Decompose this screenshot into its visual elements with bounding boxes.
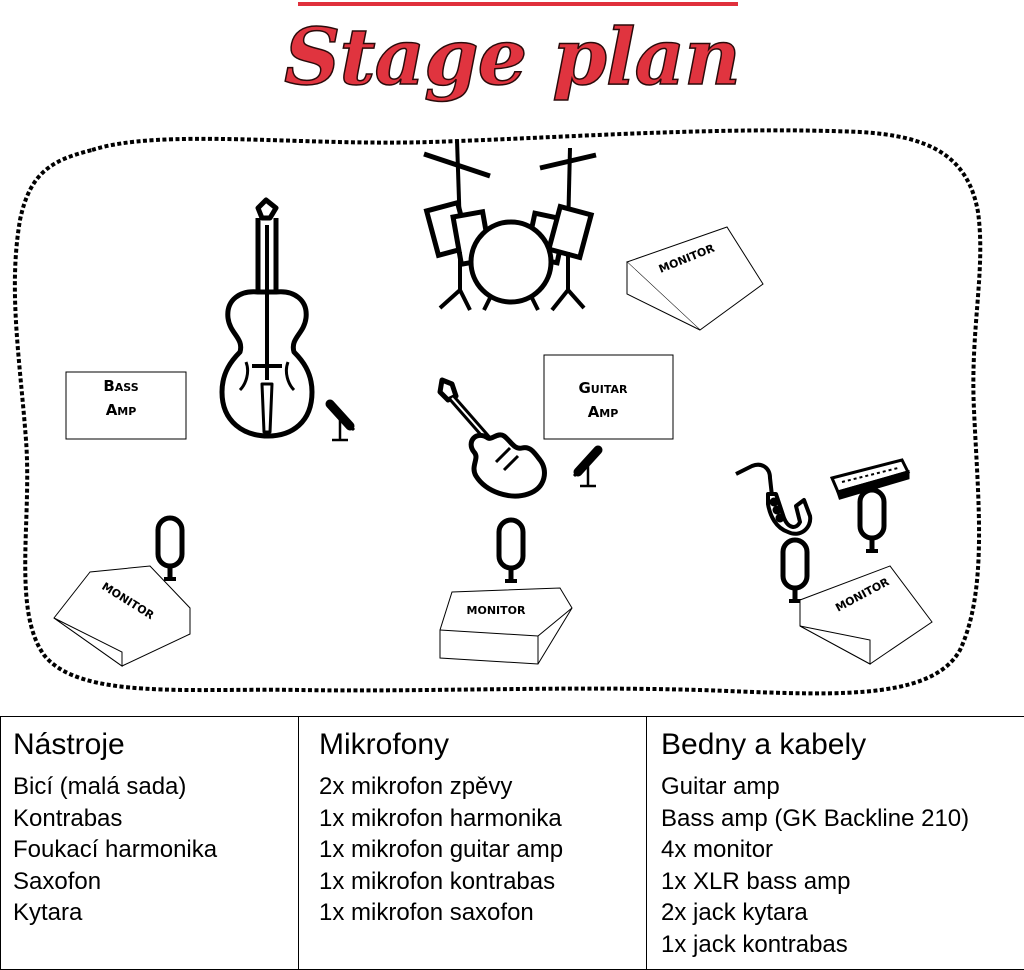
svg-text:MONITOR: MONITOR (467, 604, 526, 617)
list-item: Kontrabas (13, 804, 123, 832)
vocal-mic-left-icon (158, 518, 182, 579)
list-item: Saxofon (13, 867, 102, 895)
instruments-column: Nástroje Bicí (malá sada) Kontrabas Fouk… (0, 716, 299, 970)
stage-plan-canvas: Stage plan (12, 2, 983, 696)
page-title: Stage plan (283, 11, 741, 104)
microphones-column: Mikrofony 2x mikrofon zpěvy 1x mikrofon … (298, 716, 647, 970)
list-item: Guitar amp (661, 773, 780, 800)
list-item: 1x jack kontrabas (661, 930, 848, 958)
list-item: 2x mikrofon zpěvy (319, 773, 513, 800)
list-item: 1x XLR bass amp (661, 867, 851, 895)
double-bass-icon (219, 197, 315, 439)
vocal-mic-center-icon (499, 520, 523, 581)
instruments-heading: Nástroje (13, 728, 125, 761)
stand-mic-bass-icon (330, 404, 354, 440)
bass-amp-label: Bass Amp (66, 374, 176, 422)
stage-drawing: MONITOR MONITOR MONITOR MONITOR (12, 128, 983, 696)
list-item: Bass amp (GK Backline 210) (661, 804, 970, 832)
guitar-amp-label: Guitar Amp (548, 376, 658, 424)
list-item: 1x mikrofon kontrabas (319, 867, 556, 895)
monitor-bottom-center: MONITOR (439, 587, 573, 665)
stand-mic-guitar-icon (574, 450, 598, 486)
monitor-bottom-right: MONITOR (799, 565, 933, 665)
list-item: 1x mikrofon harmonika (319, 804, 562, 832)
monitor-top-right: MONITOR (626, 226, 764, 331)
microphones-heading: Mikrofony (319, 728, 450, 761)
bass-amp-box (65, 371, 187, 440)
list-item: 1x mikrofon saxofon (319, 899, 534, 926)
list-item: Foukací harmonika (13, 836, 218, 863)
equipment-table: Nástroje Bicí (malá sada) Kontrabas Fouk… (0, 716, 1024, 970)
list-item: 2x jack kytara (661, 899, 808, 926)
electric-guitar-icon (437, 377, 547, 499)
list-item: Kytara (13, 899, 83, 926)
drum-kit-icon (423, 139, 597, 312)
saxophone-icon (735, 462, 813, 536)
monitor-bottom-left: MONITOR (53, 565, 191, 667)
bass-amp-label-line2: Amp (105, 401, 137, 419)
title-rule (298, 2, 738, 6)
harmonica-mic-icon (860, 490, 884, 551)
guitar-amp-label-line1: Guitar (578, 379, 628, 397)
guitar-amp-box (543, 354, 674, 440)
sax-mic-icon (783, 540, 807, 601)
list-item: 4x monitor (661, 836, 774, 863)
boxes-cables-heading: Bedny a kabely (661, 728, 867, 761)
list-item: 1x mikrofon guitar amp (319, 836, 564, 863)
boxes-cables-column: Bedny a kabely Guitar amp Bass amp (GK B… (646, 716, 1024, 970)
bass-amp-label-line1: Bass (103, 377, 139, 395)
list-item: Bicí (malá sada) (13, 773, 187, 800)
guitar-amp-label-line2: Amp (587, 403, 619, 421)
stage-outline (12, 128, 983, 696)
harmonica-icon (829, 458, 911, 500)
